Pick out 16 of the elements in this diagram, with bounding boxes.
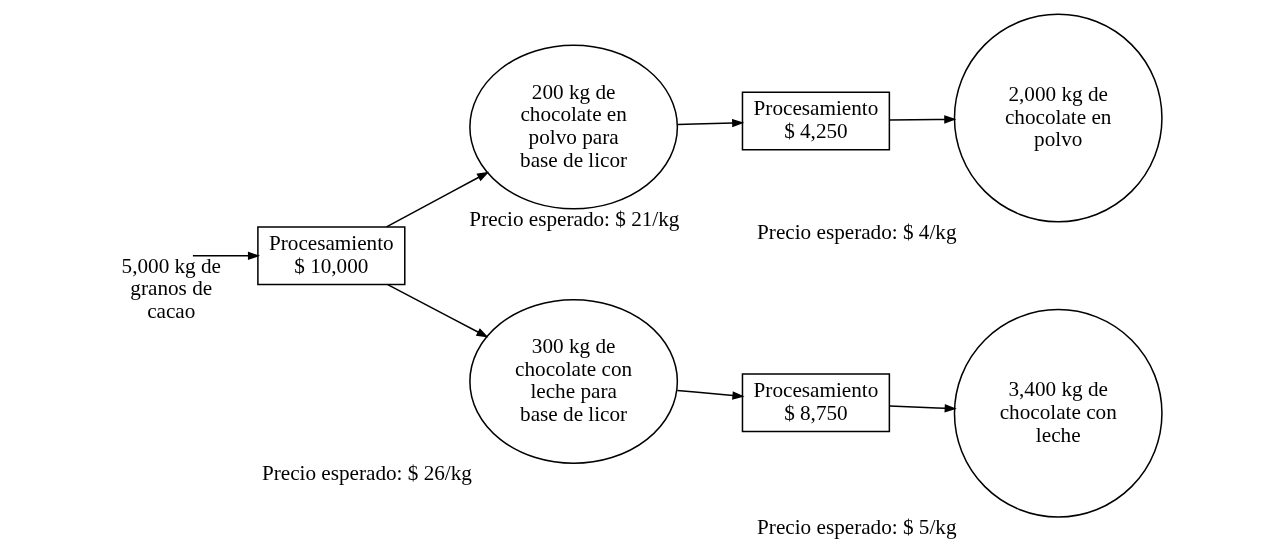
node-box: Procesamiento $ 10,000 <box>256 226 406 286</box>
node-label: Precio esperado: $ 26/kg <box>261 461 472 486</box>
arrow <box>676 118 744 128</box>
node-circle: 2,000 kg de chocolate en polvo <box>953 13 1163 223</box>
arrow <box>676 389 744 400</box>
arrow <box>888 115 956 124</box>
node-box: Procesamiento $ 8,750 <box>741 373 890 433</box>
arrow <box>191 251 260 261</box>
node-ellipse: 200 kg de chocolate en polvo para base de licor <box>468 44 678 210</box>
node-ellipse: 300 kg de chocolate con leche para base de licor <box>468 298 678 464</box>
arrow <box>386 283 489 338</box>
node-circle: 3,400 kg de chocolate con leche <box>953 308 1163 518</box>
arrow <box>385 171 489 228</box>
node-box: Procesamiento $ 4,250 <box>741 91 890 151</box>
edge-label: 5,000 kg de granos de cacao <box>121 253 221 324</box>
arrow <box>888 404 957 413</box>
